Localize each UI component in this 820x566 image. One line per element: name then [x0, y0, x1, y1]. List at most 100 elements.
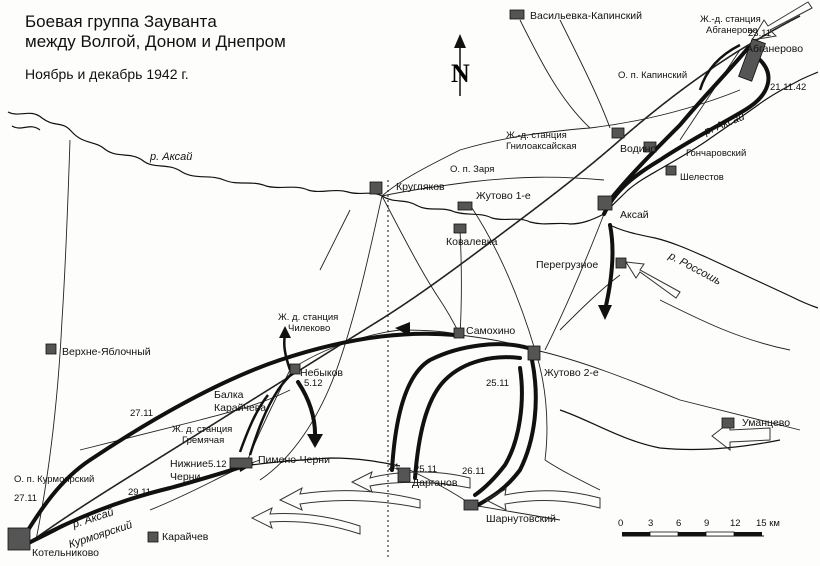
arrow-head-samokhino	[395, 322, 410, 336]
arrow-head-nebykov-north	[279, 326, 291, 338]
towns	[7, 9, 766, 551]
label-vasilevka: Васильевка-Капинский	[530, 10, 642, 22]
river-aksai-mid	[381, 195, 605, 225]
date-27-11-b: 27.11	[14, 493, 37, 504]
date-29-11: 29.11	[128, 487, 151, 498]
arrow-aksai-south	[603, 223, 615, 312]
label-op-kapinsky: О. п. Капинский	[618, 70, 687, 81]
title-line-1: Боевая группа Заувантa	[25, 12, 217, 31]
label-zhutovo1: Жутово 1-е	[476, 190, 531, 202]
town-gniloaksai	[611, 127, 625, 139]
railway-line	[21, 15, 801, 549]
river-rossosh	[611, 225, 819, 309]
label-verkhne-yablochny: Верхне-Яблочный	[62, 346, 151, 358]
date-25-11-a: 25.11	[486, 378, 509, 389]
enemy-arrow-south-2	[278, 486, 421, 511]
town-samokhino	[453, 327, 465, 339]
arrow-abganerovo-loop-2	[608, 46, 750, 202]
north-arrow: N	[451, 34, 470, 96]
label-zd-gniloaksai-1: Ж.-д. станция	[506, 130, 567, 141]
date-21-11-42: 21.11.42	[770, 82, 806, 93]
scale-bar: 0 3 6 9 12 15 км	[618, 518, 780, 537]
railway	[21, 15, 801, 549]
label-zd-gremyachaya-1: Ж. д. станция	[172, 424, 232, 435]
label-nebykov: Небыков	[300, 367, 343, 379]
label-op-zarya: О. п. Заря	[450, 164, 494, 175]
arrow-loop-outer	[390, 342, 530, 472]
scale-tick-3: 3	[648, 518, 653, 529]
enemy-arrow-south-4	[250, 507, 361, 535]
arrow-head-aksai-south	[598, 305, 612, 320]
town-kotelnikovo	[7, 527, 31, 551]
label-zd-abganerovo-2: Абганерово	[706, 25, 758, 36]
label-balka-1: Балка	[214, 389, 244, 401]
town-zhutovo1	[457, 201, 473, 211]
enemy-arrow-ne	[751, 1, 813, 41]
label-zd-gniloaksai-2: Гнилоаксайская	[506, 141, 577, 152]
label-river-aksai-east: р. Аксай	[702, 111, 747, 138]
scale-tick-15: 15 км	[756, 518, 780, 529]
north-label: N	[451, 59, 470, 88]
arrow-nebykov-north	[282, 334, 292, 371]
town-kovalevka	[453, 223, 467, 234]
label-pimeno-cherni: Пимено-Черни	[258, 454, 330, 466]
label-sharnutovsky: Шарнутовский	[486, 513, 556, 525]
date-5-12-b: 5.12	[208, 459, 227, 470]
town-karaichev	[147, 531, 159, 543]
date-5-12-a: 5.12	[304, 378, 323, 389]
label-kruglyakov: Кругляков	[396, 181, 445, 193]
river-small-east	[559, 409, 781, 451]
label-goncharovsky: Гончаровский	[686, 148, 746, 159]
map-title: Боевая группа Заувантa между Волгой, Дон…	[25, 12, 286, 52]
town-aksai	[597, 195, 613, 211]
town-vodino	[643, 141, 657, 153]
town-nebykov	[289, 363, 301, 375]
arrow-balka	[248, 369, 297, 456]
arrow-upper-loop	[698, 43, 741, 91]
label-zd-gremyachaya-2: Гремячая	[182, 435, 224, 446]
label-aksai: Аксай	[620, 209, 649, 221]
arrow-abganerovo-loop	[602, 58, 771, 216]
town-darganov	[397, 467, 411, 483]
date-25-11-b: 25.11	[414, 464, 437, 475]
river-aksai-west-2	[11, 125, 41, 131]
scale-tick-12: 12	[730, 518, 741, 529]
label-zd-abganerovo-1: Ж.-д. станция	[700, 14, 761, 25]
scale-tick-0: 0	[618, 518, 623, 529]
enemy-arrow-rossosh	[625, 261, 681, 299]
arrow-head-nebykov-south	[307, 434, 323, 448]
scale-tick-6: 6	[676, 518, 681, 529]
date-27-11-a: 27.11	[130, 408, 153, 419]
river-aksai-west	[7, 111, 383, 197]
town-pimeno-cherni	[229, 457, 253, 469]
label-darganov: Дарганов	[412, 477, 458, 489]
town-abganerovo	[738, 38, 766, 82]
label-nizhnie-2: Черни	[170, 471, 200, 483]
label-peregruznoe: Перегрузное	[536, 259, 598, 271]
arrow-kotelnikovo-east	[23, 463, 250, 547]
label-river-rossosh: р. Россошь	[666, 250, 724, 288]
label-op-kurmoyarsky: О. п. Курмоярский	[14, 474, 94, 485]
title-line-2: между Волгой, Доном и Днепром	[25, 32, 286, 51]
label-samokhino: Самохино	[466, 325, 515, 337]
enemy-arrow-south-3	[484, 488, 601, 511]
label-shelestov: Шелестов	[680, 172, 724, 183]
movement-arrows	[20, 43, 771, 547]
label-zhutovo2: Жутово 2-е	[544, 367, 599, 379]
town-shelestov	[665, 165, 677, 176]
map-subtitle: Ноябрь и декабрь 1942 г.	[25, 66, 189, 82]
town-sharnutovsky	[463, 499, 479, 511]
arrow-loop-inner	[413, 355, 522, 480]
arrow-loop-east-2	[473, 366, 524, 497]
town-kruglyakov	[369, 181, 383, 195]
town-vasilevka	[509, 9, 525, 20]
date-24: 24	[388, 462, 399, 473]
enemy-arrow-south-1	[350, 471, 471, 493]
arrow-gremyachaya	[238, 394, 269, 453]
label-karaichev: Карайчев	[162, 531, 209, 543]
date-23-11: 23.11	[748, 28, 771, 39]
label-vodino: Водино	[620, 143, 656, 155]
town-umantsevo	[721, 417, 735, 429]
